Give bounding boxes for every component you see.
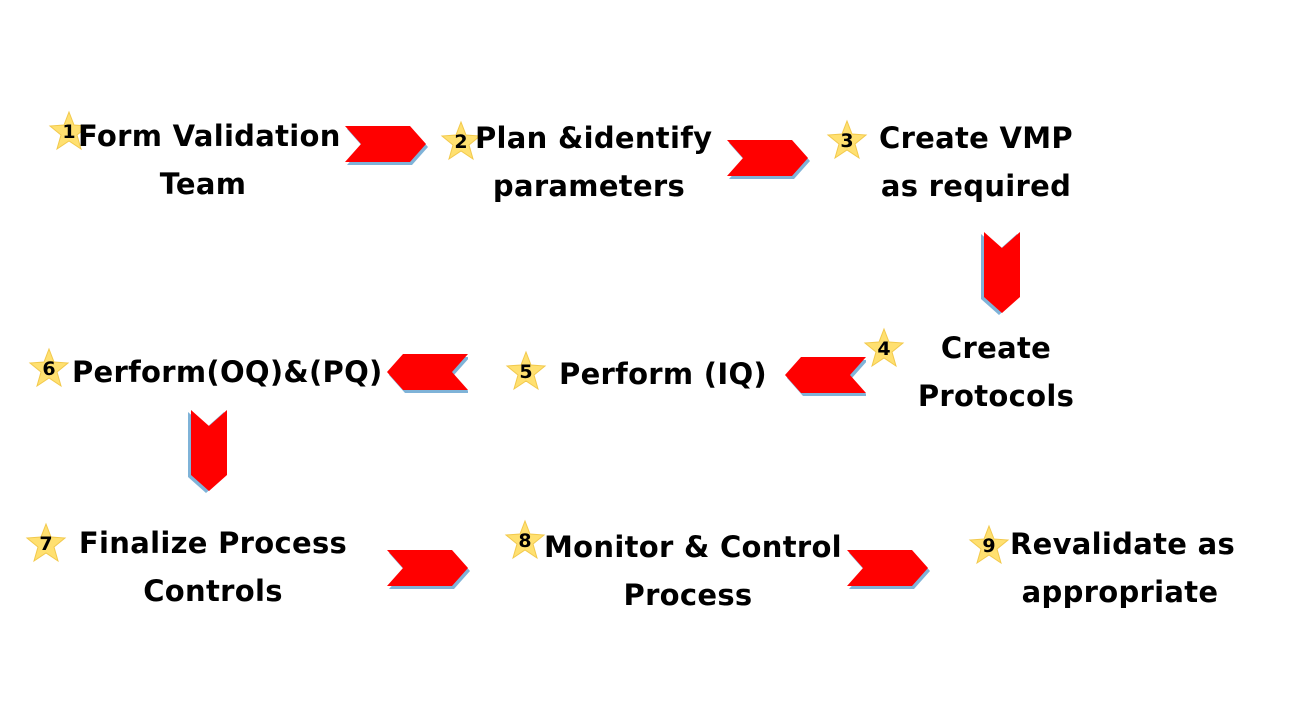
arrow-2-to-3 <box>727 140 813 180</box>
step-number: 9 <box>982 535 996 557</box>
step-2-label: Plan &identify parameters <box>475 114 713 210</box>
step-4-line2: Protocols <box>917 379 1075 413</box>
step-1-label: Form Validation Team <box>78 112 341 208</box>
chevron-arrow-icon <box>785 357 866 396</box>
step-number: 3 <box>840 130 854 152</box>
step-6-label: Perform(OQ)&(PQ) <box>72 348 383 396</box>
star-icon: 5 <box>505 350 547 392</box>
star-icon: 1 <box>48 110 90 152</box>
step-9-label: Revalidate as appropriate <box>1010 520 1236 616</box>
step-9-line2: appropriate <box>1021 575 1219 609</box>
step-2-line2: parameters <box>492 169 686 203</box>
step-number: 1 <box>62 121 76 143</box>
step-8-label: Monitor & Control Process <box>544 523 842 619</box>
step-1-line2: Team <box>159 167 247 201</box>
step-number: 2 <box>454 131 468 153</box>
step-8-line2: Process <box>623 578 753 612</box>
step-number: 6 <box>42 358 56 380</box>
arrow-7-to-8 <box>387 550 473 590</box>
arrow-6-to-7 <box>185 410 227 496</box>
step-number: 8 <box>518 530 532 552</box>
star-icon: 6 <box>28 347 70 389</box>
step-2-line1: Plan &identify <box>475 121 713 155</box>
step-7-line2: Controls <box>143 574 283 608</box>
star-icon: 4 <box>863 327 905 369</box>
chevron-arrow-icon <box>847 550 930 589</box>
step-number: 4 <box>877 338 891 360</box>
star-icon: 3 <box>826 119 868 161</box>
step-5-label: Perform (IQ) <box>556 350 770 398</box>
arrow-4-to-5 <box>780 357 866 397</box>
step-number: 7 <box>39 533 53 555</box>
step-4-line1: Create <box>940 331 1052 365</box>
arrow-8-to-9 <box>847 550 933 590</box>
chevron-arrow-icon <box>188 410 227 493</box>
arrow-3-to-4 <box>978 232 1020 318</box>
step-number: 5 <box>519 361 533 383</box>
step-7-label: Finalize Process Controls <box>78 519 348 615</box>
chevron-arrow-icon <box>387 550 470 589</box>
step-1-line1: Form Validation <box>78 119 341 153</box>
chevron-arrow-icon <box>981 232 1020 315</box>
step-6-line1: Perform(OQ)&(PQ) <box>72 355 383 389</box>
step-9-line1: Revalidate as <box>1010 527 1236 561</box>
star-icon: 8 <box>504 519 546 561</box>
arrow-1-to-2 <box>345 126 431 166</box>
step-7-line1: Finalize Process <box>78 526 348 560</box>
star-icon: 7 <box>25 522 67 564</box>
step-5-line1: Perform (IQ) <box>559 357 767 391</box>
star-icon: 2 <box>440 120 482 162</box>
arrow-5-to-6 <box>382 354 468 394</box>
chevron-arrow-icon <box>387 354 468 393</box>
chevron-arrow-icon <box>345 126 428 165</box>
step-3-label: Create VMP as required <box>870 114 1082 210</box>
step-8-line1: Monitor & Control <box>544 530 842 564</box>
step-4-label: Create Protocols <box>906 324 1086 420</box>
step-3-line1: Create VMP <box>878 121 1073 155</box>
step-3-line2: as required <box>880 169 1072 203</box>
chevron-arrow-icon <box>727 140 810 179</box>
star-icon: 9 <box>968 524 1010 566</box>
